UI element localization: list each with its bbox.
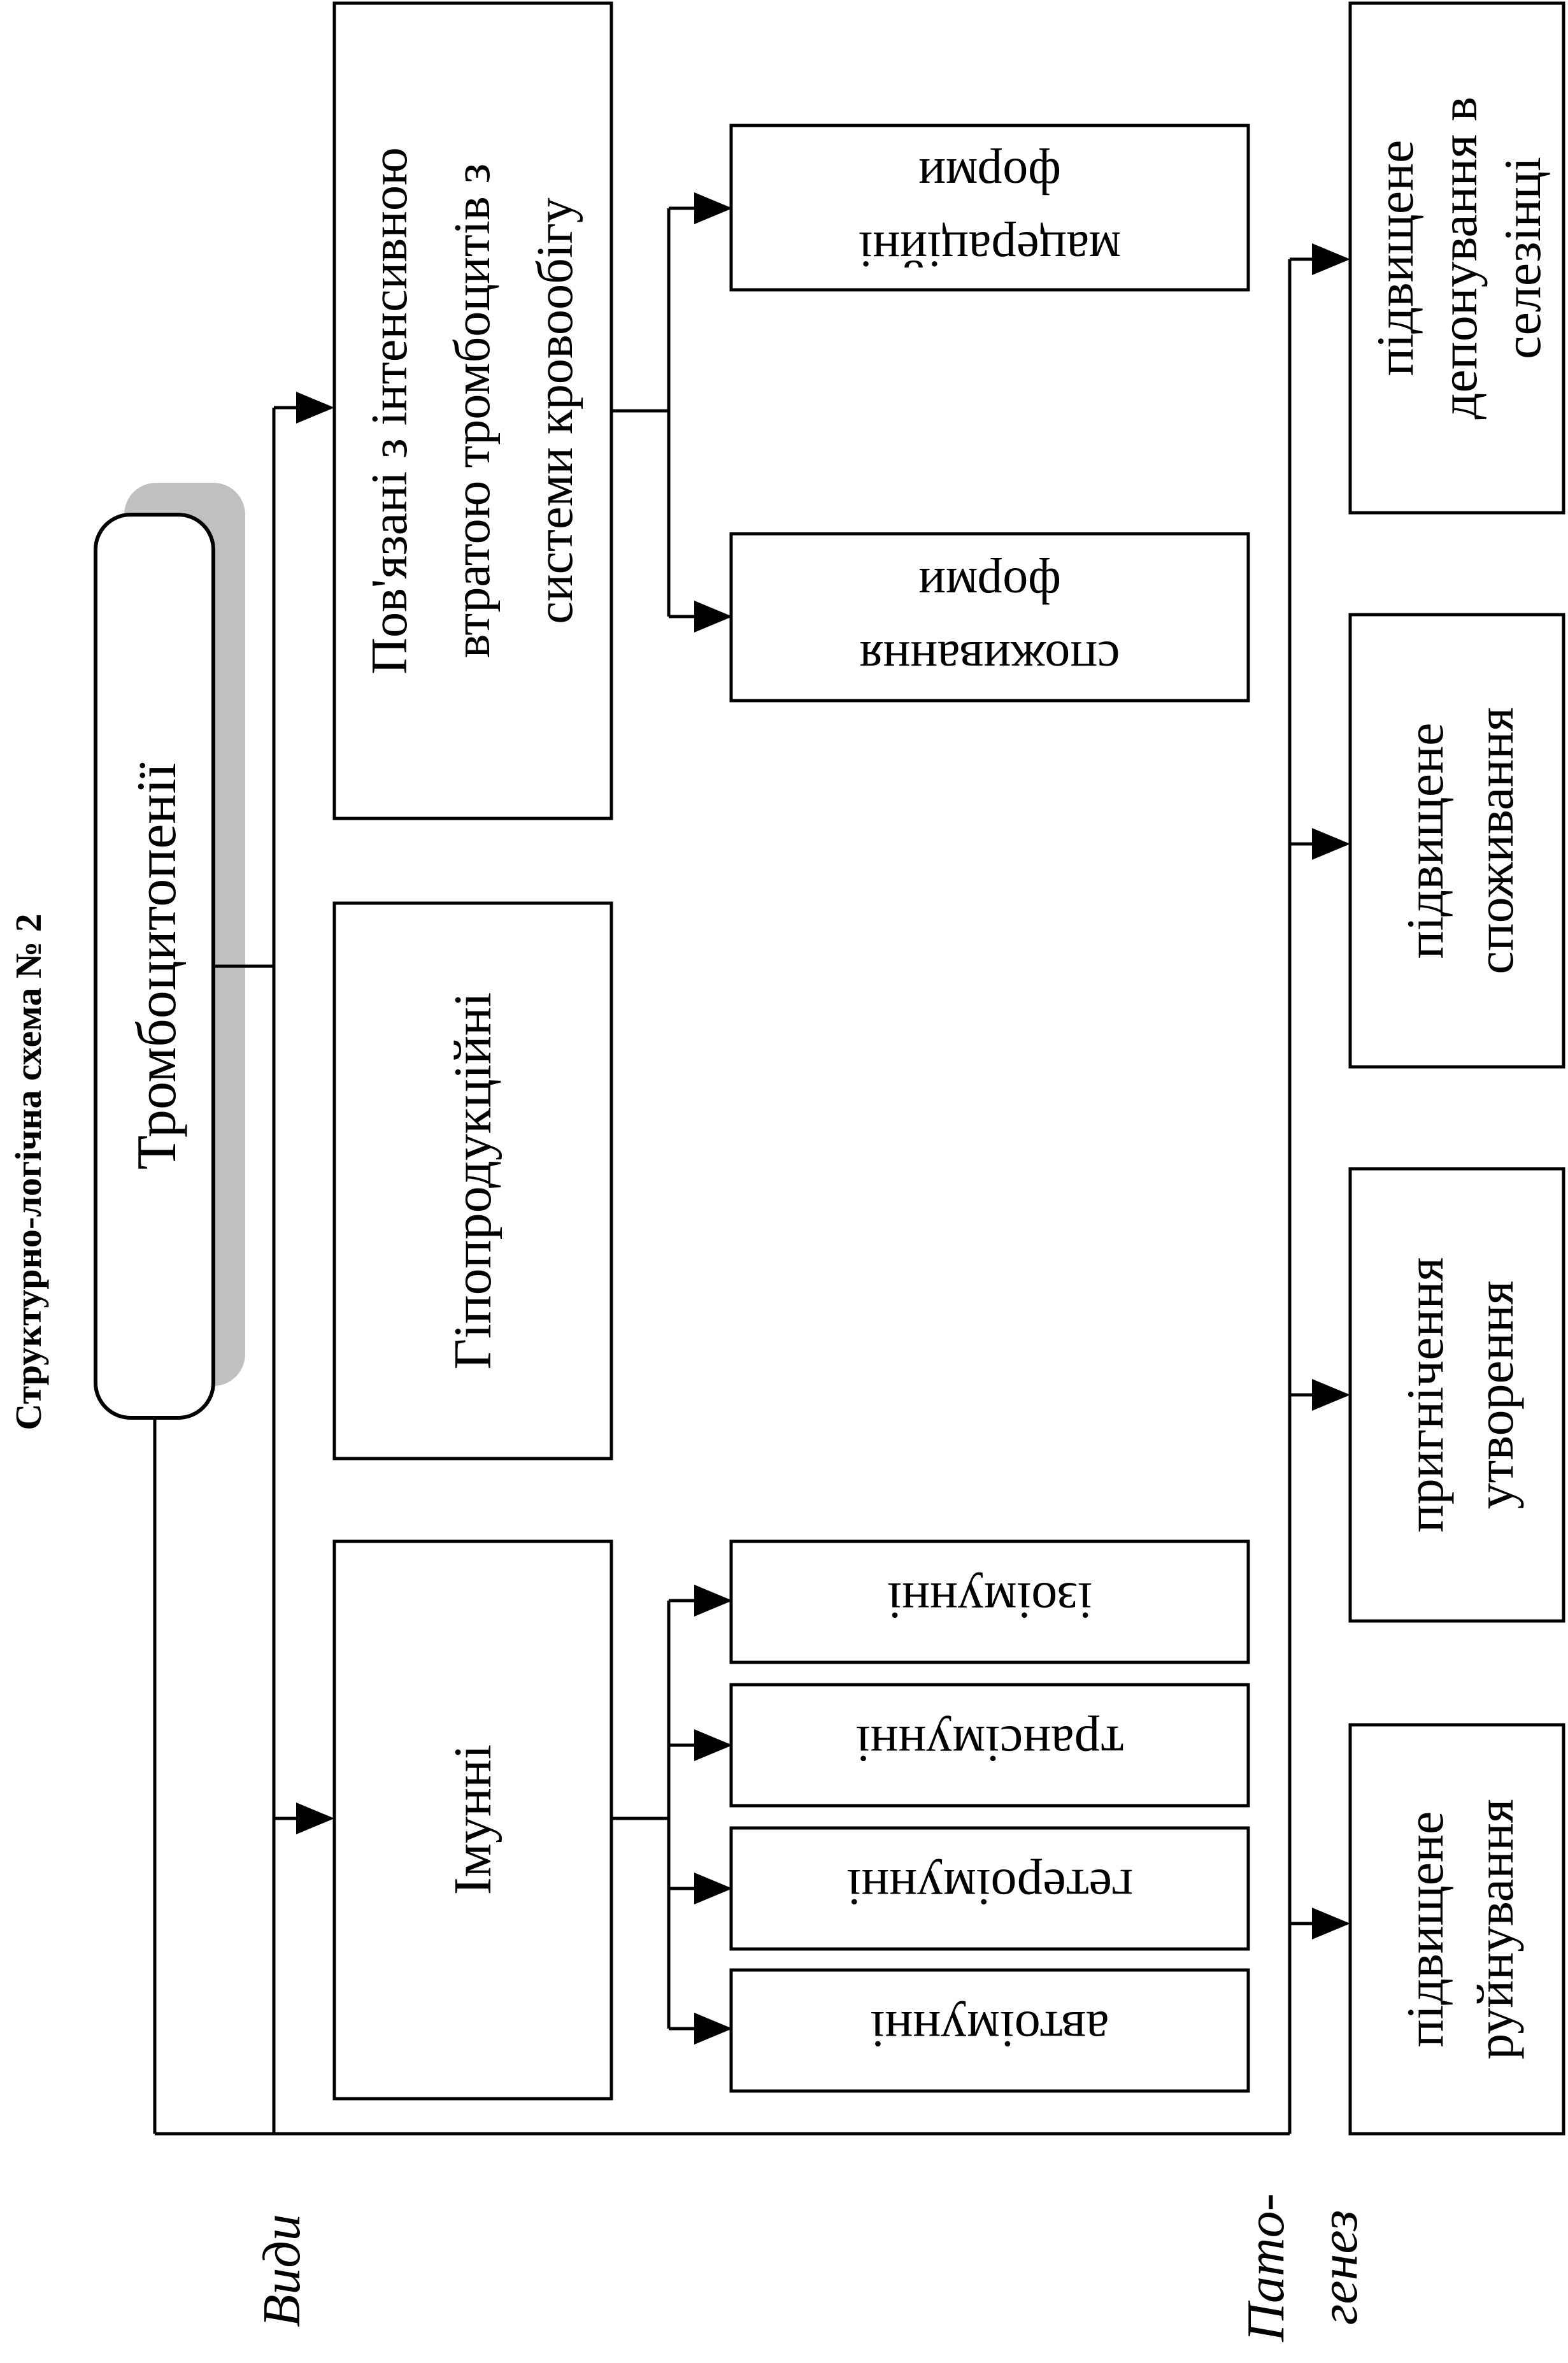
immune-subtype-trans: трансімунні bbox=[729, 1683, 1250, 1808]
root-node-label: Тромбоцитопенії bbox=[126, 762, 188, 1169]
immune-subtype-iso-label: ізоімунні bbox=[887, 1572, 1092, 1630]
diagram-title: Структурно-логічна схема № 2 bbox=[8, 913, 49, 1430]
immune-subtype-hetero-label: гетероімунні bbox=[846, 1859, 1132, 1917]
loss-subtype-maceration: мацераційні форми bbox=[729, 124, 1250, 292]
pathogenesis-section-label-1: Пато- bbox=[1236, 2193, 1295, 2342]
pathogenesis-increased-consumption-line-2: споживання bbox=[1466, 707, 1524, 974]
loss-subtype-consumption-line-2: форми bbox=[918, 557, 1061, 613]
immune-subtype-auto: автоімунні bbox=[729, 1968, 1250, 2093]
type-loss-node: Пов'язані з інтенсивною втратою тромбоци… bbox=[332, 1, 613, 820]
loss-subtype-maceration-line-2: форми bbox=[918, 148, 1061, 204]
type-loss-label-line-2: втратою тромбоцитів з bbox=[445, 164, 501, 659]
pathogenesis-suppressed-formation: пригнічення утворення bbox=[1348, 1167, 1565, 1623]
loss-subtype-maceration-line-1: мацераційні bbox=[859, 221, 1121, 277]
pathogenesis-spleen-deposition-line-2: депонування в bbox=[1430, 97, 1488, 420]
pathogenesis-suppressed-formation-line-2: утворення bbox=[1466, 1281, 1524, 1510]
type-hypoproductive-node: Гіпопродукційні bbox=[332, 901, 613, 1460]
immune-subtype-auto-label: автоімунні bbox=[870, 2001, 1109, 2059]
immune-subtype-hetero: гетероімунні bbox=[729, 1826, 1250, 1951]
types-section-label: Види bbox=[252, 2214, 311, 2327]
pathogenesis-increased-destruction: підвищене руйнування bbox=[1348, 1723, 1565, 2136]
pathogenesis-increased-destruction-line-1: підвищене bbox=[1396, 1811, 1454, 2048]
pathogenesis-section-label-2: генез bbox=[1309, 2210, 1369, 2325]
pathogenesis-spleen-deposition-line-3: селезінці bbox=[1493, 157, 1551, 359]
type-hypoproductive-label: Гіпопродукційні bbox=[443, 992, 502, 1369]
connectors bbox=[153, 192, 1350, 2136]
loss-subtype-consumption-line-1: споживання bbox=[859, 631, 1120, 687]
type-immune-label: Імунні bbox=[443, 1745, 502, 1895]
pathogenesis-suppressed-formation-line-1: пригнічення bbox=[1396, 1257, 1454, 1532]
immune-subtype-iso: ізоімунні bbox=[729, 1539, 1250, 1664]
pathogenesis-spleen-deposition-line-1: підвищене bbox=[1366, 140, 1424, 376]
pathogenesis-increased-consumption-line-1: підвищене bbox=[1396, 723, 1454, 959]
type-immune-node: Імунні bbox=[332, 1539, 613, 2101]
pathogenesis-increased-consumption: підвищене споживання bbox=[1348, 613, 1565, 1069]
loss-subtype-consumption: споживання форми bbox=[729, 532, 1250, 703]
pathogenesis-spleen-deposition: підвищене депонування в селезінці bbox=[1348, 1, 1565, 515]
pathogenesis-increased-destruction-line-2: руйнування bbox=[1466, 1799, 1524, 2059]
type-loss-label-line-1: Пов'язані з інтенсивною bbox=[362, 147, 418, 675]
type-loss-label-line-3: системи кровообігу bbox=[527, 197, 583, 624]
immune-subtype-trans-label: трансімунні bbox=[856, 1715, 1124, 1773]
